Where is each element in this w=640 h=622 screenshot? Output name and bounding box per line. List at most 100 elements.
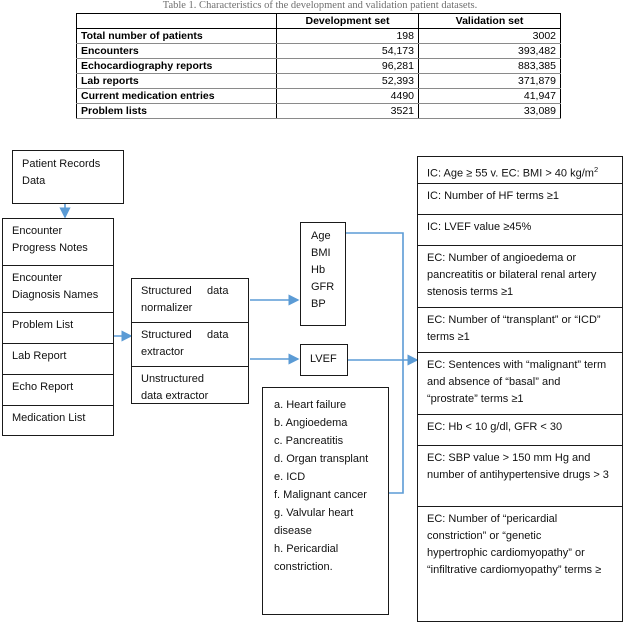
- lvef-box: LVEF: [300, 344, 348, 376]
- condition-g-cont: disease: [274, 525, 312, 537]
- cell-validation: 883,385: [418, 58, 561, 74]
- criterion-ec-malignant: EC: Sentences with “malignant” term and …: [418, 353, 622, 415]
- table-header-row: Development set Validation set: [76, 13, 561, 29]
- criterion-line: hypertrophic cardiomyopathy” or: [427, 547, 585, 559]
- processor-unstructured-data-extractor: Unstructured data extractor: [132, 367, 248, 405]
- variables-box: Age BMI Hb GFR BP: [300, 222, 346, 326]
- cell-development: 3521: [276, 103, 419, 119]
- record-type-lab-report: Lab Report: [3, 344, 113, 375]
- record-type-echo-report: Echo Report: [3, 375, 113, 406]
- row-label: Current medication entries: [76, 88, 277, 104]
- cell-validation: 3002: [418, 28, 561, 44]
- criterion-line: IC: Number of HF terms ≥1: [427, 190, 559, 202]
- cell-development: 96,281: [276, 58, 419, 74]
- record-type-line2: Diagnosis Names: [12, 289, 99, 301]
- lvef-label: LVEF: [310, 353, 337, 365]
- condition-c: c. Pancreatitis: [274, 435, 344, 447]
- wire-variables-to-criteria: [346, 232, 404, 360]
- criterion-line: IC: Age ≥ 55 v. EC: BMI > 40 kg/m: [427, 167, 594, 180]
- table-row: Current medication entries 4490 41,947: [76, 88, 561, 104]
- patient-records-box: Patient Records Data: [12, 150, 124, 204]
- dataset-characteristics-table: Development set Validation set Total num…: [76, 13, 561, 119]
- record-type-encounter-progress-notes: Encounter Progress Notes: [3, 219, 113, 266]
- processors-stack: Structured data normalizer Structured da…: [131, 278, 249, 404]
- criterion-ec-transplant-icd: EC: Number of “transplant” or “ICD” term…: [418, 308, 622, 353]
- criterion-line: EC: Sentences with “malignant” term: [427, 359, 607, 371]
- criterion-line: EC: Hb < 10 g/dl, GFR < 30: [427, 421, 563, 433]
- variable-gfr: GFR: [311, 281, 335, 293]
- column-header-development: Development set: [276, 13, 419, 29]
- criterion-ec-pericardial: EC: Number of “pericardial constriction”…: [418, 507, 622, 591]
- criterion-line: number of antihypertensive drugs > 3: [427, 469, 609, 481]
- record-type-line1: Echo Report: [12, 381, 74, 393]
- record-type-problem-list: Problem List: [3, 313, 113, 344]
- record-types-stack: Encounter Progress Notes Encounter Diagn…: [2, 218, 114, 436]
- criteria-stack: IC: Age ≥ 55 v. EC: BMI > 40 kg/m2 IC: N…: [417, 156, 623, 622]
- variable-bmi: BMI: [311, 247, 331, 259]
- variable-hb: Hb: [311, 264, 326, 276]
- connector-wires: [59, 203, 419, 494]
- condition-e: e. ICD: [274, 471, 306, 483]
- criterion-line: pancreatitis or bilateral renal artery: [427, 269, 597, 281]
- condition-h-cont: constriction.: [274, 561, 333, 573]
- criterion-line: EC: Number of “transplant” or “ICD”: [427, 314, 601, 326]
- criterion-ec-sbp: EC: SBP value > 150 mm Hg and number of …: [418, 446, 622, 507]
- table-row: Problem lists 3521 33,089: [76, 103, 561, 119]
- criterion-line: and absence of “basal” and: [427, 376, 561, 388]
- criterion-line: EC: Number of “pericardial: [427, 513, 558, 525]
- record-type-line1: Problem List: [12, 319, 74, 331]
- row-label: Echocardiography reports: [76, 58, 277, 74]
- row-label: Lab reports: [76, 73, 277, 89]
- table-row: Echocardiography reports 96,281 883,385: [76, 58, 561, 74]
- cell-validation: 41,947: [418, 88, 561, 104]
- cell-development: 4490: [276, 88, 419, 104]
- condition-b: b. Angioedema: [274, 417, 348, 429]
- record-type-encounter-diagnosis-names: Encounter Diagnosis Names: [3, 266, 113, 313]
- variable-bp: BP: [311, 298, 326, 310]
- criterion-line: “infiltrative cardiomyopathy” terms ≥: [427, 564, 602, 576]
- row-label: Encounters: [76, 43, 277, 59]
- criterion-line: constriction” or “genetic: [427, 530, 542, 542]
- record-type-line1: Encounter: [12, 272, 63, 284]
- wire-conditions-to-criteria: [389, 360, 404, 494]
- criterion-ic-lvef-value: IC: LVEF value ≥45%: [418, 215, 622, 246]
- patient-records-line2: Data: [22, 175, 46, 187]
- table-caption: Table 1. Characteristics of the developm…: [162, 0, 478, 11]
- processor-structured-data-normalizer: Structured data normalizer: [132, 279, 248, 323]
- condition-a: a. Heart failure: [274, 399, 347, 411]
- variable-age: Age: [311, 230, 331, 242]
- patient-records-line1: Patient Records: [22, 158, 101, 170]
- cell-validation: 393,482: [418, 43, 561, 59]
- criterion-ic-age-bmi: IC: Age ≥ 55 v. EC: BMI > 40 kg/m2: [418, 157, 622, 184]
- record-type-line2: Progress Notes: [12, 242, 88, 254]
- processor-line2: extractor: [141, 346, 184, 358]
- record-type-line1: Lab Report: [12, 350, 67, 362]
- table-row: Total number of patients 198 3002: [76, 28, 561, 44]
- condition-h: h. Pericardial: [274, 543, 339, 555]
- condition-d: d. Organ transplant: [274, 453, 369, 465]
- criterion-line: stenosis terms ≥1: [427, 286, 514, 298]
- row-label: Problem lists: [76, 103, 277, 119]
- criterion-superscript: 2: [593, 165, 599, 174]
- column-header-validation: Validation set: [418, 13, 561, 29]
- criterion-line: EC: Number of angioedema or: [427, 252, 577, 264]
- record-type-line1: Encounter: [12, 225, 63, 237]
- conditions-list-box: a. Heart failure b. Angioedema c. Pancre…: [262, 387, 389, 615]
- cell-development: 54,173: [276, 43, 419, 59]
- pipeline-flow-diagram: Patient Records Data Encounter Progress …: [0, 140, 640, 622]
- criterion-line: terms ≥1: [427, 331, 470, 343]
- column-header-blank: [76, 13, 277, 29]
- record-type-medication-list: Medication List: [3, 406, 113, 437]
- row-label: Total number of patients: [76, 28, 277, 44]
- condition-g: g. Valvular heart: [274, 507, 354, 519]
- cell-validation: 33,089: [418, 103, 561, 119]
- criterion-ec-hb-gfr: EC: Hb < 10 g/dl, GFR < 30: [418, 415, 622, 446]
- record-type-line1: Medication List: [12, 412, 86, 424]
- criterion-ec-angioedema: EC: Number of angioedema or pancreatitis…: [418, 246, 622, 308]
- processor-line1: Unstructured: [141, 373, 204, 385]
- criterion-line: IC: LVEF value ≥45%: [427, 221, 532, 233]
- cell-development: 52,393: [276, 73, 419, 89]
- cell-development: 198: [276, 28, 419, 44]
- criterion-ic-hf-terms: IC: Number of HF terms ≥1: [418, 184, 622, 215]
- condition-f: f. Malignant cancer: [274, 489, 367, 501]
